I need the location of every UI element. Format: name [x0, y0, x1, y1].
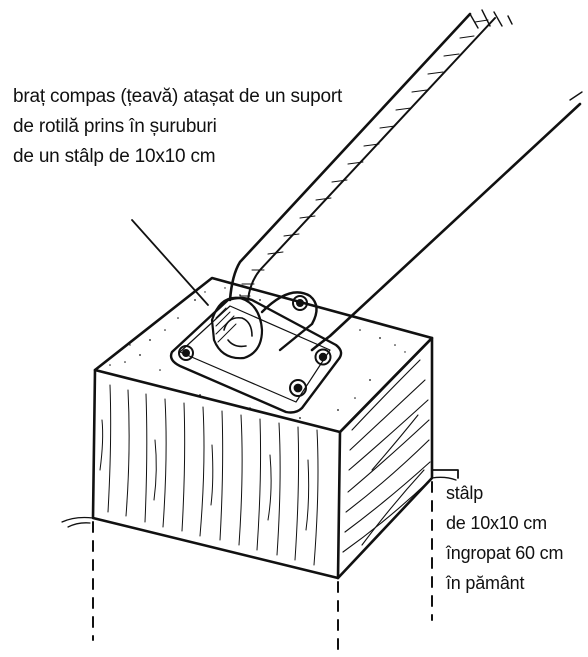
leader-lines	[131, 219, 459, 479]
bracket-swivel-hub	[210, 296, 264, 360]
arm-hatching	[239, 19, 489, 297]
bolt-1	[178, 345, 194, 361]
post-annotation-line-4: în pământ	[446, 573, 525, 593]
post-annotation-line-1: stâlp	[446, 483, 484, 503]
post-leader-line	[431, 469, 459, 479]
compass-arm	[228, 9, 583, 352]
post-front-face	[91, 368, 342, 580]
arm-top-marks	[469, 9, 583, 101]
post-annotation-line-3: îngropat 60 cm	[446, 543, 564, 563]
bracket-bolts	[178, 295, 332, 397]
top-face-texture	[109, 287, 406, 419]
wood-grain-front	[99, 384, 319, 566]
hub-shading	[215, 307, 237, 343]
arm-annotation-line-3: de un stâlp de 10x10 cm	[13, 146, 216, 167]
post-annotation: stâlp de 10x10 cm îngropat 60 cm în pămâ…	[446, 478, 563, 598]
post-top-face	[93, 276, 434, 434]
bracket-swivel-wing	[260, 291, 318, 352]
arm-left-edge	[228, 12, 472, 302]
arm-annotation: braț compas (țeavă) atașat de un suport …	[13, 82, 342, 172]
bolt-2	[314, 348, 332, 366]
underground-post-lines	[92, 481, 433, 657]
post-right-face	[336, 336, 434, 580]
bolt-3	[289, 379, 307, 397]
arm-annotation-line-2: de rotilă prins în șuruburi	[13, 116, 217, 137]
arm-right-edge	[310, 102, 582, 352]
arm-annotation-line-1: braț compas (țeavă) atașat de un suport	[13, 86, 343, 107]
bolt-4	[292, 295, 308, 311]
arm-leader-line	[131, 219, 209, 306]
caster-bracket	[169, 291, 343, 414]
bracket-base-plate	[169, 296, 343, 414]
wooden-post	[61, 276, 457, 657]
wood-grain-side	[342, 359, 431, 553]
post-annotation-line-2: de 10x10 cm	[446, 513, 547, 533]
ground-line	[61, 476, 457, 528]
